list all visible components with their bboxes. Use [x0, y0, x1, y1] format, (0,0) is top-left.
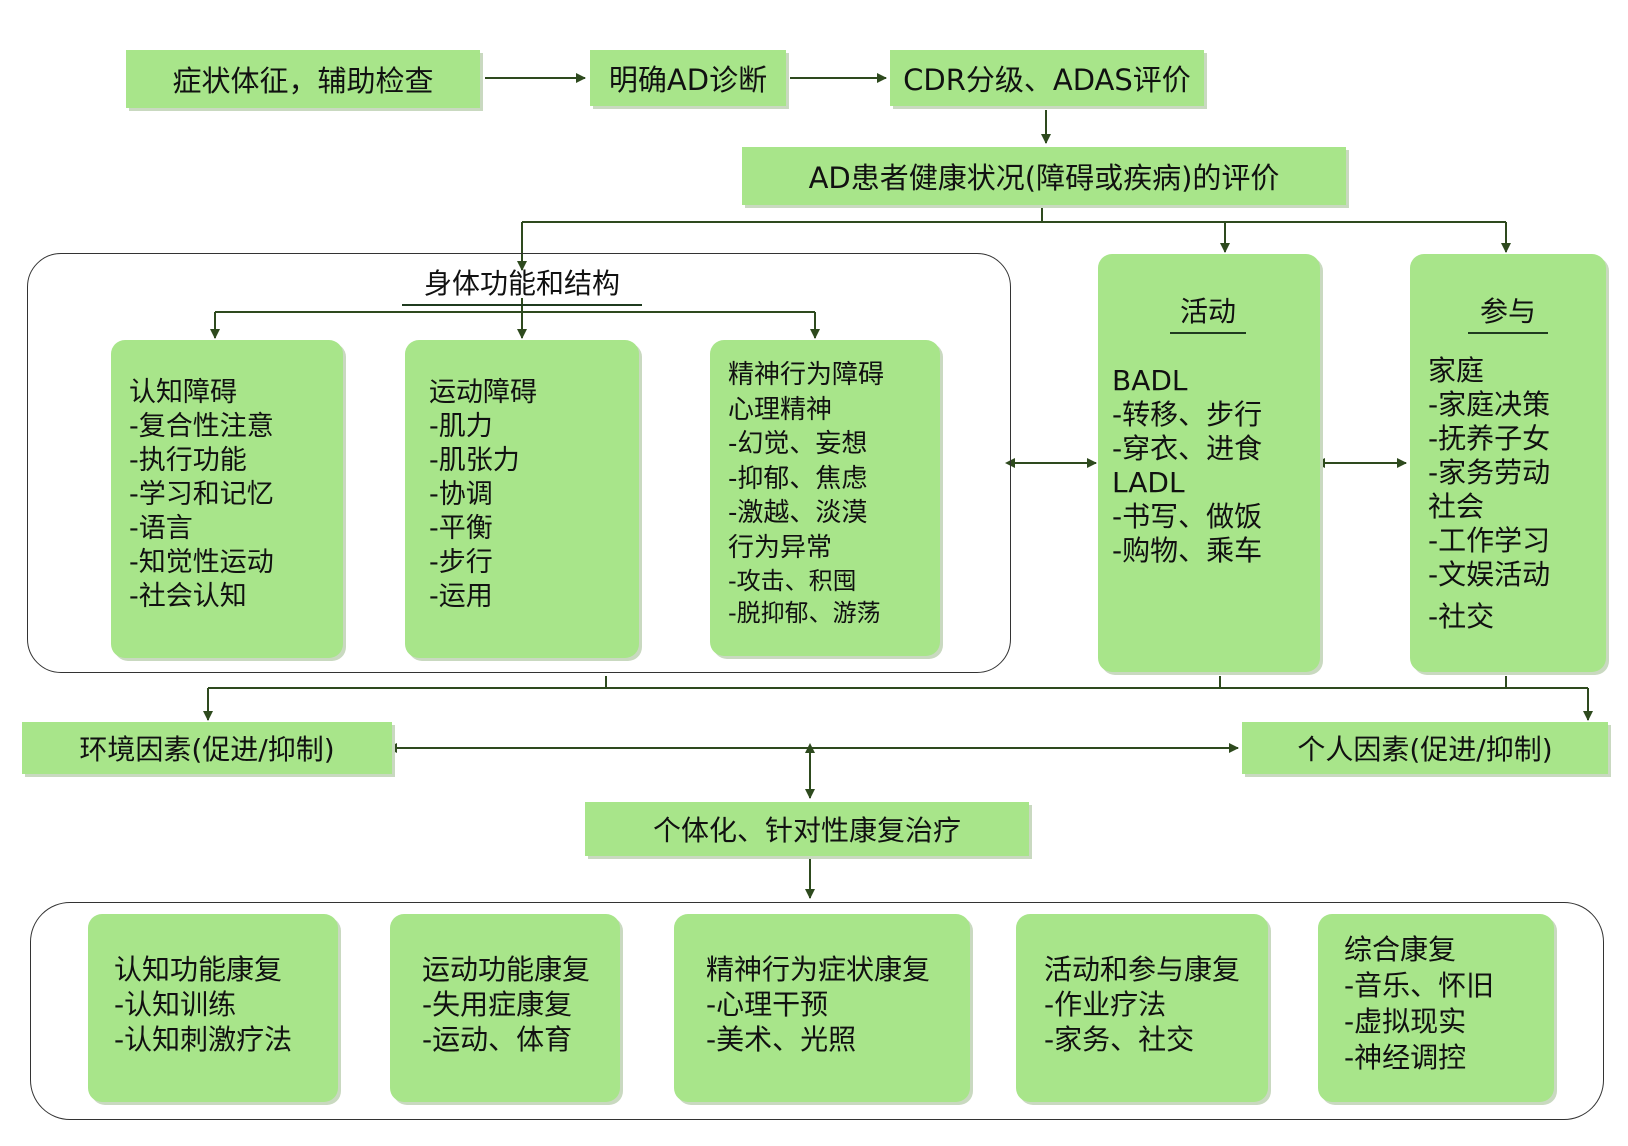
body-function-title: 身体功能和结构 [402, 262, 642, 306]
list-item: -家务劳动 [1428, 456, 1551, 489]
diagnosis-box: 明确AD诊断 [590, 50, 786, 106]
list-item: -步行 [429, 547, 493, 578]
list-item: -激越、淡漠 [728, 498, 868, 528]
environment-factors-box: 环境因素(促进/抑制) [22, 722, 392, 774]
list-item: 心理精神 [728, 394, 833, 425]
rehab-frame [30, 902, 1604, 1120]
psych-behavior-box: 精神行为障碍 心理精神 -幻觉、妄想 -抑郁、焦虑 -激越、淡漠 行为异常 -攻… [710, 340, 940, 656]
psych-rehab-box: 精神行为症状康复 -心理干预 -美术、光照 [674, 914, 970, 1102]
motor-heading: 运动障碍 [429, 377, 537, 408]
list-item: LADL [1112, 466, 1185, 499]
list-item: 精神行为障碍 [728, 360, 885, 390]
list-item: 行为异常 [728, 532, 833, 563]
body-function-frame [27, 253, 1011, 673]
activity-rehab-title: 活动和参与康复 [1044, 953, 1241, 986]
list-item: BADL [1112, 364, 1188, 397]
list-item: -美术、光照 [706, 1023, 857, 1056]
comprehensive-rehab-box: 综合康复 -音乐、怀旧 -虚拟现实 -神经调控 [1318, 914, 1554, 1102]
list-item: -协调 [429, 479, 493, 510]
psych-rehab-title: 精神行为症状康复 [706, 953, 931, 986]
list-item: -肌力 [429, 411, 493, 442]
list-item: 社会 [1428, 490, 1485, 523]
participation-box: 参与 家庭 -家庭决策 -抚养子女 -家务劳动 社会 -工作学习 -文娱活动 -… [1410, 254, 1606, 672]
treatment-box: 个体化、针对性康复治疗 [585, 802, 1029, 856]
grading-box: CDR分级、ADAS评价 [890, 50, 1204, 106]
list-item: -家庭决策 [1428, 388, 1551, 421]
comprehensive-rehab-title: 综合康复 [1344, 933, 1457, 966]
motor-rehab-box: 运动功能康复 -失用症康复 -运动、体育 [390, 914, 620, 1102]
list-item: -平衡 [429, 513, 493, 544]
list-item: -转移、步行 [1112, 398, 1263, 431]
list-item: -执行功能 [129, 445, 247, 476]
list-item: -音乐、怀旧 [1344, 969, 1495, 1002]
list-item: -穿衣、进食 [1112, 432, 1263, 465]
list-item: -知觉性运动 [129, 547, 274, 578]
participation-title: 参与 [1468, 290, 1548, 334]
list-item: -复合性注意 [129, 411, 274, 442]
cognitive-impairment-box: 认知障碍 -复合性注意 -执行功能 -学习和记忆 -语言 -知觉性运动 -社会认… [111, 340, 343, 658]
list-item: -认知刺激疗法 [114, 1023, 293, 1056]
list-item: -家务、社交 [1044, 1023, 1195, 1056]
list-item: -工作学习 [1428, 524, 1551, 557]
motor-rehab-title: 运动功能康复 [422, 953, 591, 986]
list-item: -社交 [1428, 600, 1495, 633]
activity-title: 活动 [1170, 290, 1246, 334]
list-item: -运动、体育 [422, 1023, 573, 1056]
list-item: -社会认知 [129, 581, 247, 612]
list-item: -肌张力 [429, 445, 520, 476]
cognitive-rehab-box: 认知功能康复 -认知训练 -认知刺激疗法 [88, 914, 338, 1102]
cognitive-rehab-title: 认知功能康复 [114, 953, 283, 986]
list-item: -文娱活动 [1428, 558, 1551, 591]
personal-factors-box: 个人因素(促进/抑制) [1242, 722, 1608, 774]
list-item: -失用症康复 [422, 988, 573, 1021]
list-item: -认知训练 [114, 988, 237, 1021]
list-item: -学习和记忆 [129, 479, 274, 510]
list-item: -抑郁、焦虑 [728, 463, 868, 494]
list-item: -运用 [429, 581, 493, 612]
health-assessment-box: AD患者健康状况(障碍或疾病)的评价 [742, 147, 1346, 205]
list-item: -攻击、积囤 [728, 567, 857, 595]
activity-box: 活动 BADL -转移、步行 -穿衣、进食 LADL -书写、做饭 -购物、乘车 [1098, 254, 1320, 672]
list-item: -心理干预 [706, 988, 829, 1021]
list-item: -语言 [129, 513, 193, 544]
list-item: -购物、乘车 [1112, 534, 1263, 567]
activity-rehab-box: 活动和参与康复 -作业疗法 -家务、社交 [1016, 914, 1268, 1102]
list-item: -脱抑郁、游荡 [728, 599, 881, 627]
list-item: -作业疗法 [1044, 988, 1167, 1021]
list-item: -幻觉、妄想 [728, 429, 868, 459]
list-item: -虚拟现实 [1344, 1005, 1467, 1038]
list-item: -抚养子女 [1428, 422, 1551, 455]
list-item: 家庭 [1428, 354, 1485, 387]
cognitive-heading: 认知障碍 [129, 377, 237, 408]
list-item: -书写、做饭 [1112, 500, 1263, 533]
symptoms-box: 症状体征，辅助检查 [126, 50, 480, 108]
list-item: -神经调控 [1344, 1041, 1467, 1074]
motor-impairment-box: 运动障碍 -肌力 -肌张力 -协调 -平衡 -步行 -运用 [405, 340, 639, 658]
